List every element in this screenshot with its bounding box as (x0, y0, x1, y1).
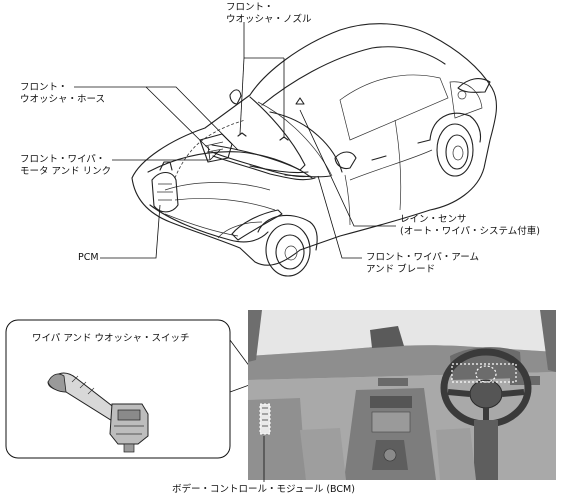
dashboard-interior (248, 310, 556, 480)
label-front-wiper-arm-line2: アンド ブレード (366, 264, 436, 275)
label-rain-sensor: レイン・センサ (オート・ワイパ・システム付車) (400, 214, 540, 238)
switch-callout (5, 319, 449, 459)
label-front-washer-hose-line1: フロント・ (20, 82, 68, 93)
label-wiper-switch: ワイパ アンド ウオッシャ・スイッチ (32, 333, 189, 345)
label-front-washer-hose-line2: ウオッシャ・ホース (20, 94, 106, 105)
label-rain-sensor-line1: レイン・センサ (400, 214, 467, 225)
label-pcm-text: PCM (78, 252, 99, 263)
wiper-switch-stalk (47, 372, 149, 453)
label-front-washer-nozzle: フロント・ ウオッシャ・ノズル (226, 2, 312, 26)
label-bcm: ボデー・コントロール・モジュール (BCM) (172, 484, 355, 496)
label-front-wiper-motor-line2: モータ アンド リンク (20, 166, 112, 177)
label-rain-sensor-line2: (オート・ワイパ・システム付車) (400, 226, 540, 237)
label-front-wiper-motor: フロント・ワイパ・ モータ アンド リンク (20, 154, 111, 178)
label-pcm: PCM (78, 252, 99, 264)
leader-lines (74, 22, 396, 259)
label-front-washer-hose: フロント・ ウオッシャ・ホース (20, 82, 105, 106)
label-front-wiper-arm: フロント・ワイパ・アーム アンド ブレード (366, 252, 479, 276)
label-front-wiper-motor-line1: フロント・ワイパ・ (20, 154, 106, 165)
label-bcm-text: ボデー・コントロール・モジュール (BCM) (172, 484, 355, 495)
label-front-washer-nozzle-line1: フロント・ (226, 2, 274, 13)
label-front-wiper-arm-line1: フロント・ワイパ・アーム (366, 252, 479, 263)
label-wiper-switch-text: ワイパ アンド ウオッシャ・スイッチ (32, 333, 190, 344)
label-front-washer-nozzle-line2: ウオッシャ・ノズル (226, 14, 312, 25)
car-illustration (131, 23, 498, 277)
